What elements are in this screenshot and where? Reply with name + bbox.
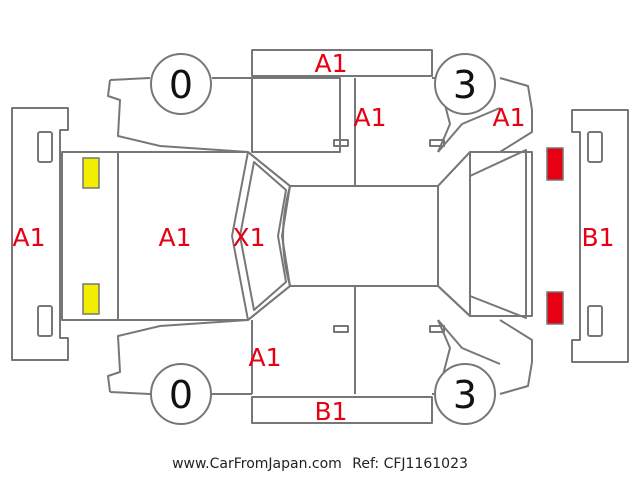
- wheel-front-top: [150, 53, 212, 115]
- footer-ref: Ref: CFJ1161023: [352, 456, 468, 472]
- wheel-rear-bottom: [434, 363, 496, 425]
- bottom-front-handle: [333, 325, 349, 333]
- windshield-inner: [239, 161, 287, 311]
- rear-bumper: [571, 109, 629, 363]
- yellow-lamp-icon: [82, 283, 100, 315]
- roof: [282, 185, 439, 287]
- rear-window: [437, 151, 471, 317]
- wheel-number-rear-top: 3: [453, 63, 477, 107]
- body-outline: [61, 151, 533, 321]
- rear-bumper-slot-top: [587, 131, 603, 163]
- damage-code-windshield: X1: [232, 223, 265, 252]
- top-side-bar: [251, 49, 433, 77]
- car-damage-diagram: 0 3 0 3 A1 A1 A1 A1 A1 X1 B1 A1 B1: [11, 49, 629, 426]
- wheel-front-bottom: [150, 363, 212, 425]
- watermark-footer: www.CarFromJapan.com Ref: CFJ1161023: [0, 456, 640, 472]
- top-front-handle: [333, 139, 349, 147]
- wheel-number-front-top: 0: [169, 63, 193, 107]
- damage-code-bottom-side: B1: [314, 397, 347, 426]
- damage-code-rear-quarter-top: A1: [492, 103, 525, 132]
- wheel-number-rear-bottom: 3: [453, 373, 477, 417]
- damage-code-hood: A1: [158, 223, 191, 252]
- rear-lamps-group: [546, 147, 564, 325]
- rear-glass: [469, 149, 527, 319]
- top-side-window: [251, 77, 341, 153]
- front-bumper: [11, 107, 69, 361]
- front-lamps-group: [82, 157, 100, 315]
- damage-code-rear-door-top: A1: [353, 103, 386, 132]
- red-lamp-icon: [546, 147, 564, 181]
- bottom-rear-handle: [429, 325, 445, 333]
- bottom-rear-quarter: [437, 319, 501, 365]
- bottom-side-bar: [251, 396, 433, 424]
- top-rear-handle: [429, 139, 445, 147]
- rear-bumper-slot-bottom: [587, 305, 603, 337]
- damage-code-roof-top-side: A1: [314, 49, 347, 78]
- front-bumper-slot-bottom: [37, 305, 53, 337]
- yellow-lamp-icon: [82, 157, 100, 189]
- footer-site: www.CarFromJapan.com: [172, 456, 342, 472]
- wheel-number-front-bottom: 0: [169, 373, 193, 417]
- front-bumper-slot-top: [37, 131, 53, 163]
- damage-code-front-bumper: A1: [12, 223, 45, 252]
- damage-code-rear-bumper: B1: [581, 223, 614, 252]
- wheel-rear-top: [434, 53, 496, 115]
- top-rear-quarter: [437, 107, 501, 153]
- damage-code-front-door-bottom: A1: [248, 343, 281, 372]
- red-lamp-icon: [546, 291, 564, 325]
